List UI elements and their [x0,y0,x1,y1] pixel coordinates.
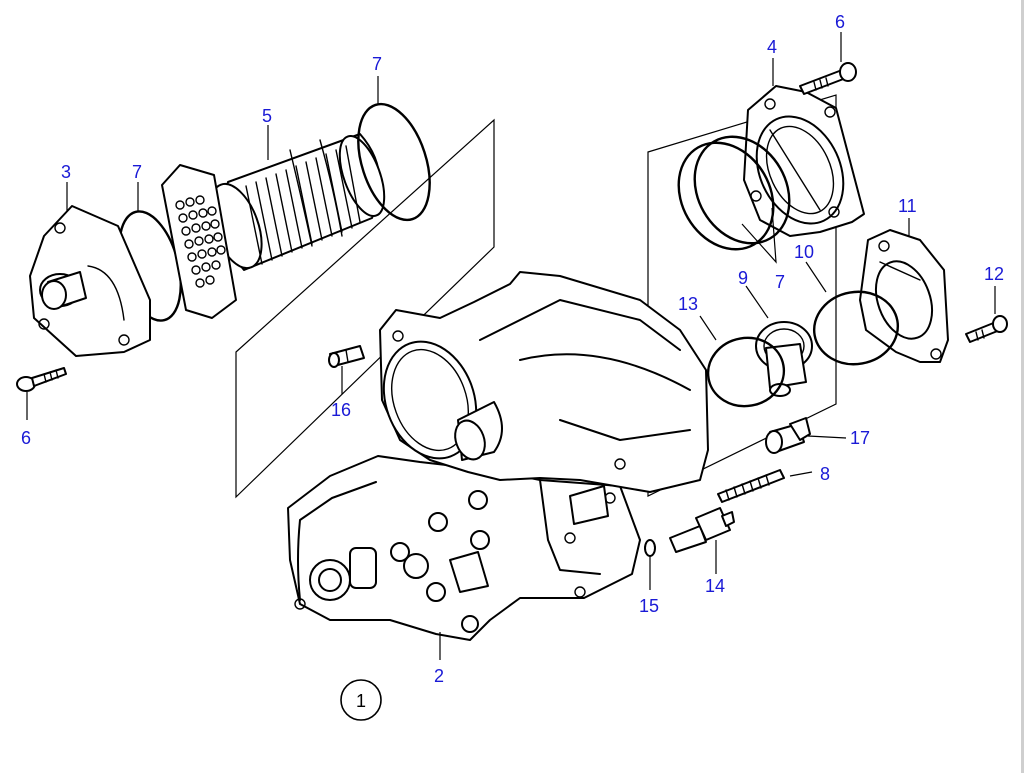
o-ring-7-right-b [693,135,791,245]
callout-6-left: 6 [21,428,31,448]
callout-7-right: 7 [775,272,785,292]
housing-part-2 [287,455,641,641]
callout-13: 13 [678,294,698,314]
washer-15 [644,539,656,557]
o-ring-13 [706,336,786,408]
bolt-12 [965,315,1008,343]
callouts: 2 3 4 5 6 6 7 7 7 8 9 10 11 12 13 14 15 … [21,12,1004,686]
outlet-elbow-part-11 [859,229,949,363]
cooler-core-part-5 [209,133,386,271]
callout-15: 15 [639,596,659,616]
o-ring-7-top [357,102,431,222]
thermostat-cover-part-4 [743,85,865,237]
plug-17 [765,417,811,454]
nipple-16 [328,345,365,368]
callout-11: 11 [898,196,917,216]
window-edge [1021,0,1024,773]
callout-9: 9 [738,268,748,288]
o-ring-10 [812,290,900,366]
callout-6-top: 6 [835,12,845,32]
callout-7-top: 7 [372,54,382,74]
sensor-14 [669,507,735,553]
left-group-frame [235,118,495,499]
view-number: 1 [356,691,366,711]
callout-10: 10 [794,242,814,262]
callout-12: 12 [984,264,1004,284]
callout-5: 5 [262,106,272,126]
callout-8: 8 [820,464,830,484]
thermostat-part-9 [755,321,813,397]
tube-sheet-plate [161,164,237,319]
callout-17: 17 [850,428,870,448]
callout-3: 3 [61,162,71,182]
bolt-6-left [16,367,67,392]
callout-14: 14 [705,576,725,596]
view-number-badge: 1 [340,679,382,721]
callout-7-left: 7 [132,162,142,182]
callout-16: 16 [331,400,351,420]
end-cover-part-3 [29,205,151,357]
bolt-6-right [799,62,857,95]
stud-8 [717,469,785,503]
callout-2: 2 [434,666,444,686]
callout-4: 4 [767,37,777,57]
leader-lines [26,32,996,660]
upper-housing [379,271,709,525]
